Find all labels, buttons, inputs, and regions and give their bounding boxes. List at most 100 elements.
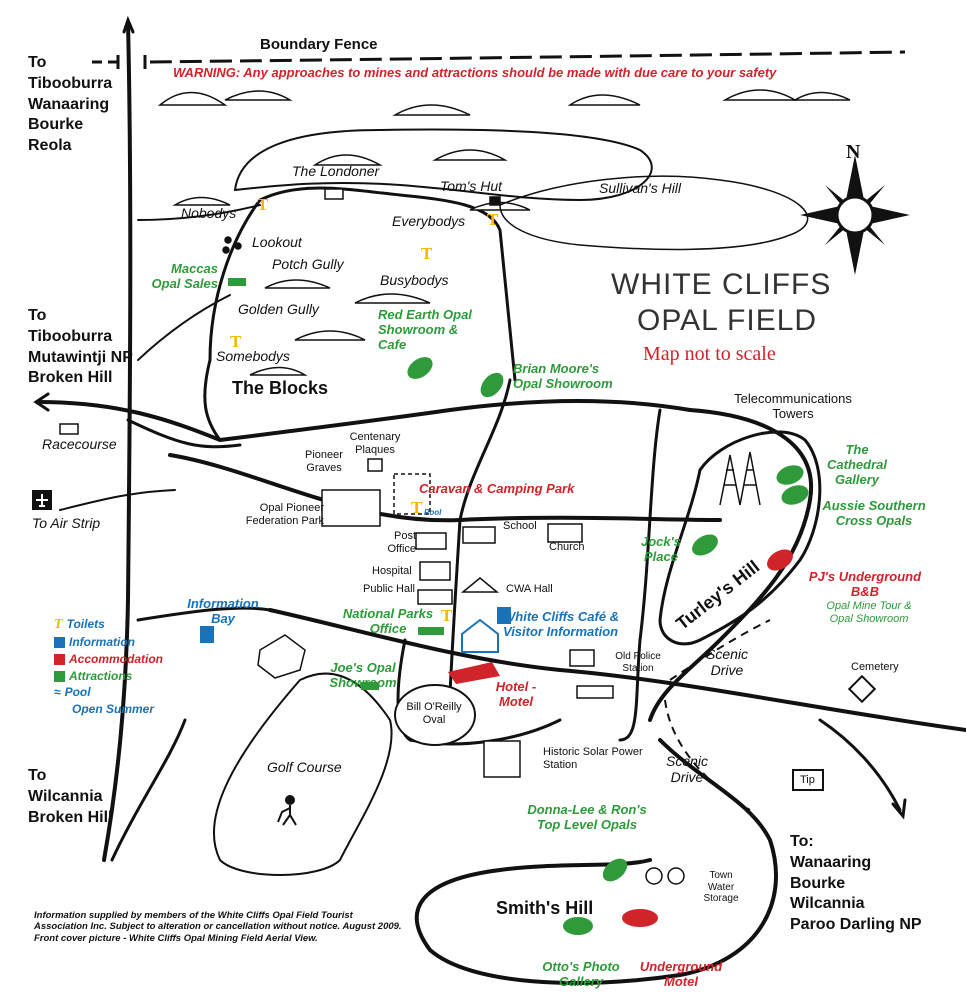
label-golden-gully: Golden Gully (238, 301, 319, 317)
legend-accommodation: Accommodation (54, 651, 164, 667)
label-centenary-plaques: Centenary Plaques (349, 431, 401, 456)
label-red-earth[interactable]: Red Earth Opal Showroom & Cafe (378, 307, 472, 352)
dest-east-2: Bourke (790, 874, 846, 892)
label-lookout: Lookout (252, 234, 302, 250)
label-national-parks[interactable]: National Parks Office (342, 606, 434, 636)
label-jocks[interactable]: Jock's Place (641, 534, 681, 564)
scenic-drive-route (664, 619, 771, 811)
label-scenic-drive-1: Scenic Drive (705, 646, 749, 679)
label-pjs[interactable]: PJ's Underground B&B (808, 569, 922, 599)
info-bay-plot (257, 634, 306, 679)
label-church: Church (549, 541, 585, 553)
legend-attractions-label: Attractions (69, 668, 133, 683)
label-opal-mine-tour[interactable]: Opal Mine Tour & Opal Showroom (826, 600, 912, 625)
tip-box (792, 769, 824, 791)
spoil-heaps (157, 89, 851, 376)
label-visitor-info[interactable]: White Cliffs Café & Visitor Information (503, 609, 620, 639)
dest-west-2: Mutawintji NP (28, 348, 133, 366)
label-caravan[interactable]: Caravan & Camping Park (419, 481, 575, 496)
label-bill-oreilly: Bill O'Reilly Oval (406, 701, 462, 726)
toilet-icon: T (441, 606, 453, 625)
toilet-icon: T (257, 195, 269, 214)
label-the-blocks: The Blocks (232, 378, 329, 398)
warning-text: WARNING: Any approaches to mines and att… (173, 65, 777, 80)
label-opal-pioneer-park: Opal Pioneer Federation Park (245, 502, 324, 527)
map-title-line2: OPAL FIELD (637, 304, 818, 337)
buildings (222, 188, 685, 885)
boundary-fence (92, 50, 906, 69)
dest-north-2: Wanaaring (28, 95, 110, 113)
toilet-legend-icon: T (54, 617, 63, 632)
legend-toilets: T Toilets (54, 617, 163, 633)
racecourse-icon (59, 423, 79, 435)
cemetery-icon (847, 674, 877, 704)
label-solar: Historic Solar Power Station (543, 746, 643, 771)
label-ottos[interactable]: Otto's Photo Gallery (542, 959, 620, 989)
label-cwa-hall: CWA Hall (506, 583, 553, 595)
toilet-icon: T (411, 498, 423, 517)
not-to-scale-note: Map not to scale (643, 343, 776, 365)
label-joes[interactable]: Joe's Opal Showroom (329, 660, 397, 690)
telecom-towers-icon (719, 451, 761, 506)
dest-east: To: Wanaaring Bourke Wilcannia Paroo Dar… (790, 832, 922, 936)
legend-pool: ≈ Pool (54, 686, 163, 700)
label-cemetery: Cemetery (851, 661, 899, 673)
label-scenic-drive-2: Scenic Drive (665, 753, 709, 786)
label-maccas[interactable]: Maccas Opal Sales (151, 261, 218, 291)
label-busybodys: Busybodys (380, 272, 449, 288)
golfer-icon (277, 795, 297, 826)
label-public-hall: Public Hall (363, 583, 415, 595)
label-pioneer-graves: Pioneer Graves (305, 449, 343, 474)
label-toms-hut: Tom's Hut (440, 178, 503, 194)
dest-south-1: Wilcannia (28, 787, 103, 805)
dest-east-to: To: (790, 833, 814, 850)
compass-rose (800, 155, 910, 275)
label-hotel[interactable]: Hotel - Motel (495, 679, 537, 709)
label-old-police: Old Police Station (615, 651, 661, 674)
label-hospital: Hospital (372, 565, 412, 577)
footer-note: Information supplied by members of the W… (34, 910, 404, 944)
dest-west-to: To (28, 307, 47, 324)
dest-east-4: Paroo Darling NP (790, 916, 922, 934)
label-everybodys: Everybodys (392, 213, 466, 229)
golf-course-area (212, 672, 393, 876)
label-cathedral[interactable]: The Cathedral Gallery (827, 442, 887, 487)
dest-south-to: To (28, 767, 47, 784)
oval-ground (394, 684, 476, 746)
dest-west-3: Broken Hill (28, 369, 113, 387)
label-potch-gully: Potch Gully (272, 256, 344, 272)
dest-east-1: Wanaaring (790, 853, 872, 871)
main-roads (33, 15, 966, 985)
information-markers (200, 607, 511, 653)
accommodation-swatch (54, 654, 65, 666)
dest-south: To Wilcannia Broken Hill (28, 766, 112, 828)
map-legend: T Toilets Information Accommodation Attr… (54, 617, 163, 717)
dest-north-4: Reola (28, 137, 72, 155)
toilet-icon: T (421, 244, 433, 263)
accommodation-markers (448, 549, 793, 927)
dest-north-3: Bourke (28, 116, 84, 134)
legend-accommodation-label: Accommodation (69, 651, 164, 666)
label-underground-motel[interactable]: Underground Motel (639, 959, 723, 989)
label-donna-lee[interactable]: Donna-Lee & Ron's Top Level Opals (527, 802, 647, 832)
attractions-swatch (54, 671, 65, 683)
compass-north-label: N (846, 141, 861, 163)
map-title-line1: WHITE CLIFFS (611, 268, 832, 301)
information-swatch (54, 637, 65, 649)
label-somebodys: Somebodys (216, 348, 290, 364)
label-information-bay[interactable]: Information Bay (187, 596, 259, 626)
dest-north-to: To (28, 54, 47, 71)
label-londoner: The Londoner (292, 163, 380, 179)
label-brian-moore[interactable]: Brian Moore's Opal Showroom (513, 361, 613, 391)
label-nobodys: Nobodys (181, 205, 237, 221)
dest-west-1: Tibooburra (28, 327, 113, 345)
label-school: School (503, 520, 537, 532)
footer-line-2: Front cover picture - White Cliffs Opal … (34, 932, 318, 944)
label-aussie[interactable]: Aussie Southern Cross Opals (822, 498, 926, 528)
dest-east-3: Wilcannia (790, 895, 865, 913)
label-pool: Pool (424, 508, 442, 517)
dest-north-1: Tibooburra (28, 74, 113, 92)
label-air-strip: To Air Strip (32, 515, 101, 531)
footer-line-1: Information supplied by members of the W… (34, 910, 402, 933)
